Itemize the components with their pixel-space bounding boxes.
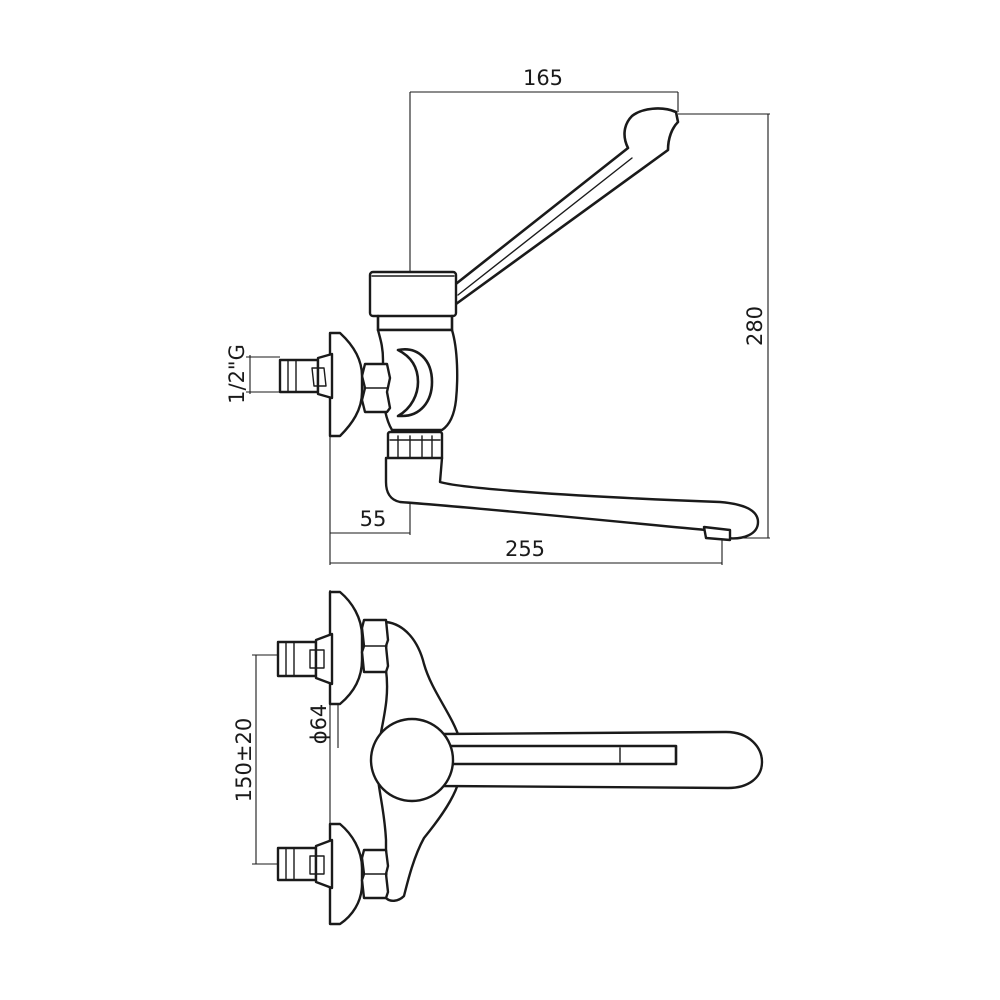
dimension-255: 255 [330,537,723,565]
inlet-connector [278,352,334,400]
body-crescent [396,348,434,418]
handle-disk [369,717,455,803]
dim-label-diameter: ϕ64 [307,704,331,745]
cartridge-neck [376,314,454,332]
spout [384,456,760,540]
dim-label-55: 55 [360,507,387,531]
dim-label-spacing: 150±20 [232,718,256,802]
lever-front [438,744,678,766]
dimension-thread: 1/2"G [225,344,280,404]
dim-label-255: 255 [505,537,545,561]
dim-label-280: 280 [743,306,767,346]
swivel-nut [386,430,444,462]
lower-rosette [328,822,364,926]
dimension-spacing: 150±20 [232,654,278,865]
aerator [702,525,732,542]
front-view: ϕ64 150±20 [232,590,764,926]
dimension-55: 55 [329,436,411,565]
upper-rosette [328,590,364,706]
dim-label-165: 165 [523,66,563,90]
dimension-165: 165 [409,66,679,272]
side-view: 165 280 1/2"G 55 255 [225,66,770,565]
upper-inlet-connector [276,632,334,686]
wall-rosette [328,331,364,438]
dimension-280: 280 [678,113,770,539]
lever-handle [450,107,680,306]
spout-front [438,730,764,790]
lower-inlet-connector [276,838,334,890]
dim-label-thread: 1/2"G [225,344,249,404]
handle-cap [368,270,458,318]
